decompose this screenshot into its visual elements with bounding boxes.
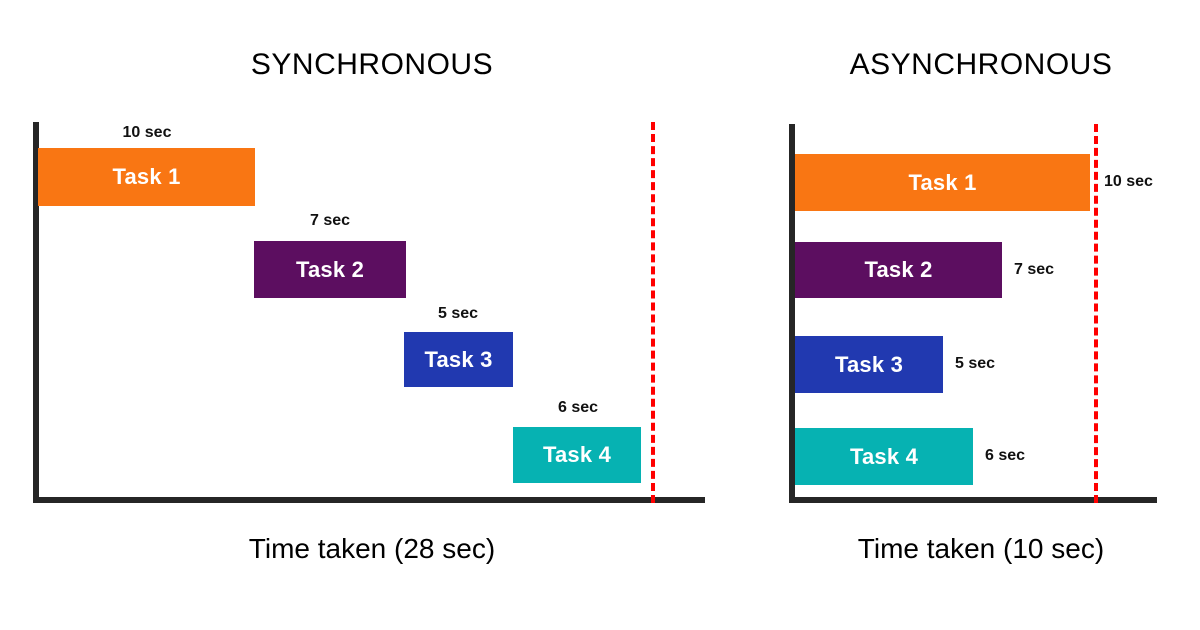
right-task-bar-task-1: Task 1	[795, 154, 1090, 211]
right-chart-deadline-marker	[1094, 124, 1098, 503]
left-task-bar-label-task-3: Task 3	[424, 346, 493, 372]
right-duration-label-task-4: 6 sec	[985, 447, 1026, 464]
right-task-bar-label-task-3: Task 3	[834, 351, 904, 377]
left-chart-deadline-marker	[651, 122, 655, 503]
right-task-bar-label-task-2: Task 2	[864, 257, 933, 282]
left-task-bar-task-2: Task 2	[254, 241, 406, 298]
left-duration-label-task-3: 5 sec	[437, 305, 479, 322]
right-duration-label-task-3: 5 sec	[955, 355, 996, 372]
right-chart-x-axis	[789, 497, 1157, 503]
right-task-bar-task-4: Task 4	[795, 428, 973, 485]
left-task-bar-label-task-4: Task 4	[542, 442, 612, 467]
left-task-bar-task-4: Task 4	[513, 427, 641, 483]
right-duration-label-task-1: 10 sec	[1104, 173, 1153, 190]
left-chart-caption: Time taken (28 sec)	[248, 533, 496, 564]
right-task-bar-label-task-1: Task 1	[908, 169, 977, 195]
left-task-bar-label-task-1: Task 1	[112, 164, 181, 189]
left-chart-x-axis	[33, 497, 705, 503]
right-task-bar-label-task-4: Task 4	[849, 443, 919, 469]
right-task-bar-task-2: Task 2	[795, 242, 1002, 298]
left-chart-y-axis	[33, 122, 39, 503]
left-duration-label-task-2: 7 sec	[309, 212, 351, 229]
left-task-bar-task-3: Task 3	[404, 332, 513, 387]
right-task-bar-task-3: Task 3	[795, 336, 943, 393]
left-task-bar-task-1: Task 1	[38, 148, 255, 206]
left-task-bar-label-task-2: Task 2	[295, 256, 365, 282]
right-duration-label-task-2: 7 sec	[1014, 261, 1055, 278]
left-duration-label-task-4: 6 sec	[557, 399, 599, 416]
panel-title-asynchronous: ASYNCHRONOUS	[849, 48, 1113, 81]
left-duration-label-task-1: 10 sec	[122, 124, 172, 141]
right-chart-caption: Time taken (10 sec)	[857, 533, 1105, 564]
panel-title-synchronous: SYNCHRONOUS	[250, 48, 494, 81]
right-chart-y-axis	[789, 124, 795, 503]
